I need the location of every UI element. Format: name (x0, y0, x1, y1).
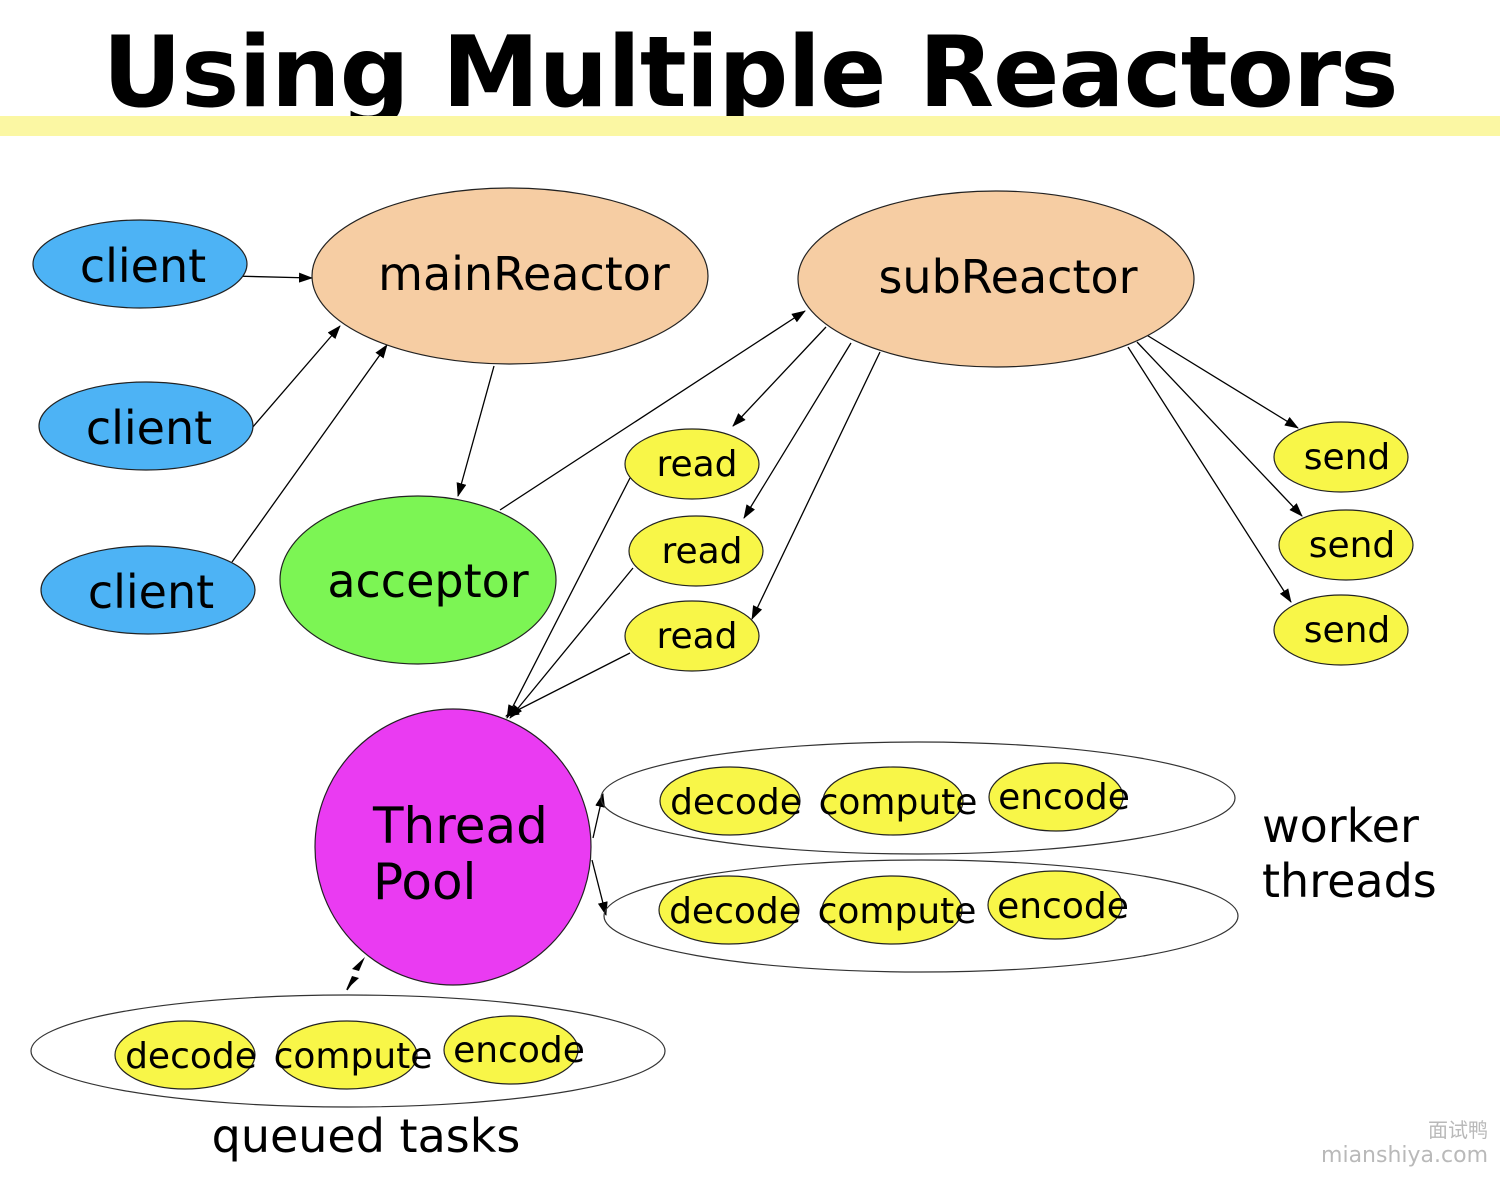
sub-reactor-node (797, 190, 1195, 368)
title-underline-bar (0, 116, 1500, 136)
send-label: send (1309, 525, 1396, 566)
decode-task (658, 875, 800, 945)
arrowhead-queue-up (352, 957, 365, 971)
compute-task (276, 1020, 418, 1090)
worker-thread-outline-1 (600, 741, 1236, 855)
compute-label: compute (819, 782, 978, 823)
client-node (32, 219, 248, 309)
send-label: send (1304, 437, 1391, 478)
send-node (1278, 509, 1414, 581)
arrow-read1-to-threadpool (506, 477, 631, 719)
compute-label: compute (818, 891, 977, 932)
arrow-read2-to-threadpool (509, 567, 634, 719)
arrow-subreactor-to-send1 (1144, 333, 1299, 429)
arrow-subreactor-to-send2 (1136, 341, 1303, 517)
compute-task (821, 875, 963, 945)
read-node (624, 428, 760, 500)
thread-pool-node (314, 708, 592, 986)
encode-task (987, 870, 1123, 940)
arrow-subreactor-to-read2 (743, 342, 852, 519)
encode-task (443, 1015, 579, 1085)
compute-task (822, 766, 964, 836)
read-label: read (661, 531, 742, 572)
worker-threads-label-line2: threads (1262, 854, 1437, 908)
arrow-read3-to-threadpool (505, 652, 631, 717)
arrow-client1-to-mainreactor (231, 272, 313, 283)
client-node (40, 545, 256, 635)
watermark-logo-text: 面试鸭 (1428, 1118, 1488, 1142)
encode-label: encode (453, 1030, 585, 1071)
client-label: client (88, 565, 214, 619)
sub-reactor-label: subReactor (878, 250, 1137, 304)
acceptor-node (279, 495, 557, 665)
acceptor-label: acceptor (327, 554, 528, 608)
decode-label: decode (669, 891, 801, 932)
worker-thread-outline-2 (603, 859, 1239, 973)
compute-label: compute (274, 1036, 433, 1077)
decode-label: decode (670, 782, 802, 823)
decode-task (659, 766, 801, 836)
watermark: 面试鸭 mianshiya.com (1321, 1117, 1488, 1169)
worker-threads-label-line1: worker (1262, 799, 1419, 853)
encode-task (988, 762, 1124, 832)
group-outlines (30, 741, 1239, 1108)
thread-pool-label-line1: Thread (372, 797, 548, 855)
arrow-client2-to-mainreactor (251, 325, 341, 429)
client-node (38, 381, 254, 471)
main-reactor-label: mainReactor (378, 247, 670, 301)
thread-pool-label-line2: Pool (373, 853, 476, 911)
send-node (1273, 594, 1409, 666)
queued-tasks-outline (30, 994, 666, 1108)
encode-label: encode (997, 886, 1129, 927)
read-node (624, 600, 760, 672)
client-label: client (86, 401, 212, 455)
decode-task (114, 1020, 256, 1090)
arrow-subreactor-to-send3 (1127, 346, 1292, 603)
send-node (1273, 421, 1409, 493)
arrow-acceptor-to-subreactor (499, 310, 806, 511)
arrow-threadpool-to-worker2 (591, 859, 608, 916)
read-node (628, 515, 764, 587)
arrow-client3-to-mainreactor (231, 344, 388, 563)
queued-tasks-label: queued tasks (212, 1109, 521, 1163)
arrow-subreactor-to-read1 (732, 326, 827, 427)
decode-label: decode (125, 1036, 257, 1077)
arrow-mainreactor-to-acceptor (456, 365, 495, 497)
arrowhead-queue-down (346, 976, 359, 990)
arrow-subreactor-to-read3 (751, 351, 881, 620)
watermark-url: mianshiya.com (1321, 1143, 1488, 1168)
client-label: client (80, 239, 206, 293)
clients (32, 219, 256, 635)
page-title: Using Multiple Reactors (102, 16, 1398, 130)
encode-label: encode (998, 777, 1130, 818)
send-label: send (1304, 610, 1391, 651)
main-reactor-node (311, 187, 709, 365)
read-label: read (656, 444, 737, 485)
read-label: read (656, 616, 737, 657)
connectors (231, 272, 1303, 991)
